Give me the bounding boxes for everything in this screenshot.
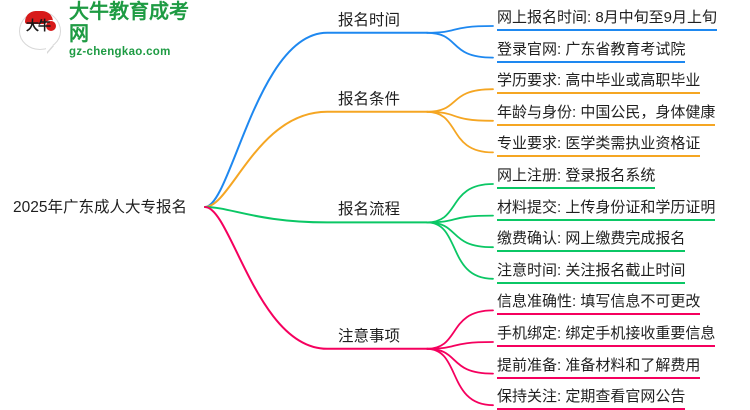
- leaf-connector: [426, 88, 494, 113]
- logo-text-block: 大牛教育成考网 gz-chengkao.com: [69, 1, 208, 59]
- leaf-connector: [426, 221, 494, 280]
- branch-node[interactable]: 报名条件: [338, 90, 401, 108]
- logo-title: 大牛教育成考网: [69, 1, 189, 45]
- leaf-node[interactable]: 提前准备: 准备材料和了解费用: [497, 356, 701, 379]
- leaf-node[interactable]: 网上报名时间: 8月中旬至9月上旬: [497, 8, 718, 31]
- speech-bubble-tail: [46, 42, 53, 53]
- leaf-connector: [426, 347, 494, 375]
- leaf-node[interactable]: 网上注册: 登录报名系统: [497, 166, 656, 189]
- leaf-connector: [426, 214, 494, 224]
- root-node[interactable]: 2025年广东成人大专报名: [13, 199, 187, 216]
- leaf-connector: [426, 341, 494, 350]
- branch-node[interactable]: 注意事项: [338, 327, 401, 345]
- leaf-node[interactable]: 专业要求: 医学类需执业资格证: [497, 134, 701, 158]
- leaf-connector: [426, 347, 494, 407]
- leaf-connector: [426, 31, 494, 59]
- leaf-connector: [426, 110, 494, 122]
- branch-connector: [204, 110, 428, 208]
- leaf-connector: [426, 183, 494, 224]
- leaf-node[interactable]: 年龄与身份: 中国公民，身体健康: [497, 103, 716, 126]
- leaf-node[interactable]: 登录官网: 广东省教育考试院: [497, 40, 686, 63]
- leaf-connector: [426, 110, 494, 154]
- leaf-node[interactable]: 保持关注: 定期查看官网公告: [497, 387, 686, 410]
- leaf-node[interactable]: 缴费确认: 网上缴费完成报名: [497, 229, 686, 253]
- branch-connector: [204, 31, 428, 208]
- leaf-connector: [426, 309, 494, 350]
- leaf-node[interactable]: 手机绑定: 绑定手机接收重要信息: [497, 324, 716, 347]
- site-logo: 大牛 大牛教育成考网 gz-chengkao.com: [18, 1, 208, 58]
- leaf-connector: [426, 221, 494, 249]
- logo-mark-text: 大牛: [25, 18, 51, 33]
- logo-url: gz-chengkao.com: [69, 46, 171, 58]
- logo-mark-icon: 大牛: [18, 9, 62, 53]
- leaf-node[interactable]: 注意时间: 关注报名截止时间: [497, 261, 686, 284]
- leaf-node[interactable]: 材料提交: 上传身份证和学历证明: [497, 198, 716, 221]
- branch-node[interactable]: 报名时间: [338, 11, 401, 29]
- branch-node[interactable]: 报名流程: [338, 201, 401, 219]
- leaf-node[interactable]: 信息准确性: 填写信息不可更改: [497, 292, 701, 316]
- logo-dot-shape: [45, 20, 57, 32]
- leaf-connector: [426, 25, 494, 34]
- leaf-node[interactable]: 学历要求: 高中毕业或高职毕业: [497, 71, 701, 95]
